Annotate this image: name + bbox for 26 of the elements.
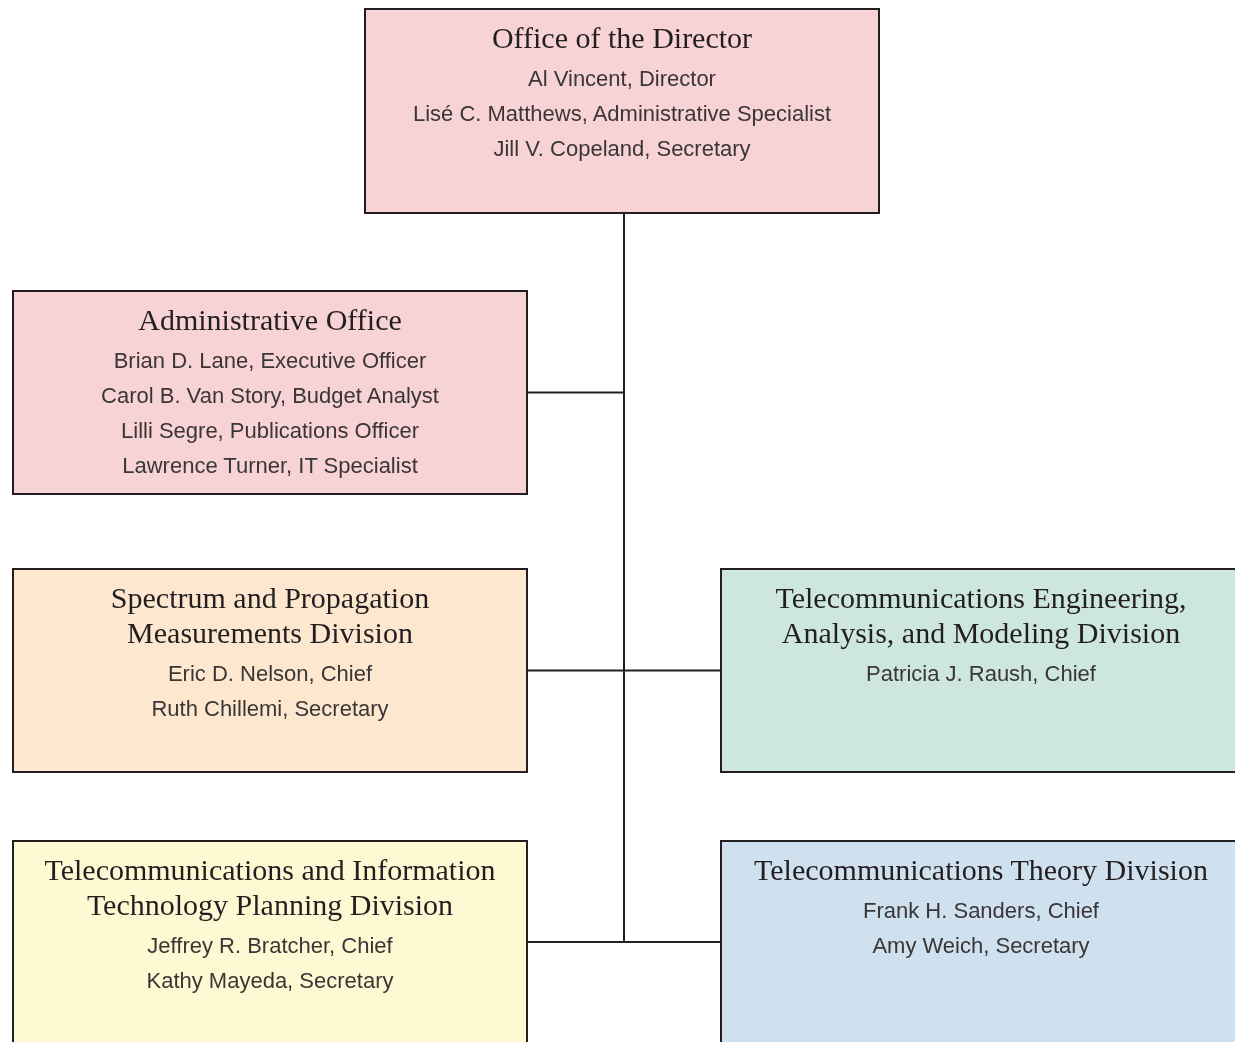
unit-heading: Office of the Director — [490, 20, 754, 55]
unit-heading: Telecommunications Engineering, Analysis, and Modeling Division — [774, 580, 1188, 650]
staff-name: Patricia J. Raush, Chief — [866, 660, 1096, 688]
staff-name: Frank H. Sanders, Chief — [863, 897, 1099, 925]
unit-heading: Telecommunications Theory Division — [753, 852, 1209, 887]
staff-name: Amy Weich, Secretary — [872, 932, 1090, 960]
staff-name: Al Vincent, Director — [528, 65, 716, 93]
staff-name: Eric D. Nelson, Chief — [167, 660, 373, 688]
staff-name: Lilli Segre, Publications Officer — [121, 417, 419, 445]
org-unit-box — [12, 568, 528, 773]
staff-name: Jill V. Copeland, Secretary — [493, 135, 751, 163]
unit-heading: Spectrum and Propagation Measurements Division — [109, 580, 431, 650]
staff-name: Brian D. Lane, Executive Officer — [113, 347, 427, 375]
org-unit-box — [720, 568, 1235, 773]
staff-name: Lisé C. Matthews, Administrative Specialist — [412, 100, 832, 128]
org-unit-box — [12, 290, 528, 495]
org-unit-box — [720, 840, 1235, 1042]
staff-name: Kathy Mayeda, Secretary — [146, 967, 394, 995]
org-unit-box — [364, 8, 880, 214]
unit-heading: Administrative Office — [137, 302, 403, 337]
org-unit-box — [12, 840, 528, 1042]
staff-name: Lawrence Turner, IT Specialist — [122, 452, 418, 480]
staff-name: Jeffrey R. Bratcher, Chief — [147, 932, 393, 960]
staff-name: Ruth Chillemi, Secretary — [151, 695, 389, 723]
staff-name: Carol B. Van Story, Budget Analyst — [101, 382, 439, 410]
unit-heading: Telecommunications and Information Technology Planning Division — [43, 852, 497, 922]
